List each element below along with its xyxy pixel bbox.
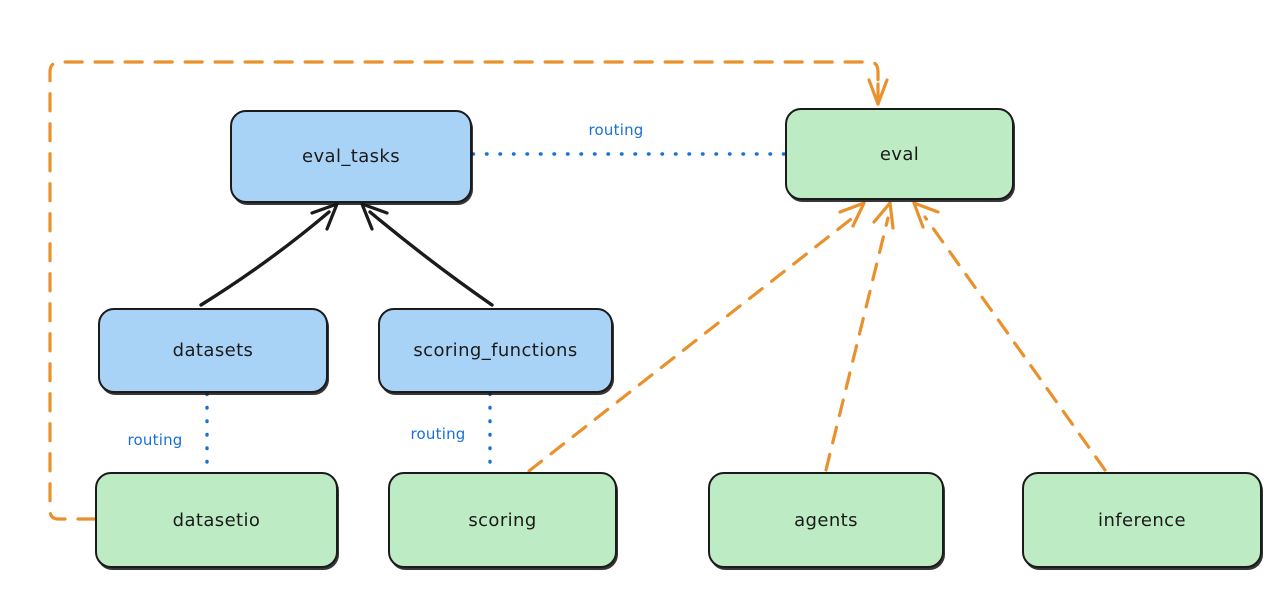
edge-label-routing-eval-tasks-eval: routing xyxy=(588,121,644,139)
edge-label-routing-scoring-functions-scoring: routing xyxy=(410,425,466,443)
node-datasets[interactable]: datasets xyxy=(98,308,328,393)
edge-inference-eval xyxy=(912,201,1107,472)
node-label: scoring xyxy=(468,509,537,531)
node-eval[interactable]: eval xyxy=(785,108,1014,200)
node-label: datasetio xyxy=(172,509,261,531)
node-agents[interactable]: agents xyxy=(708,472,944,568)
node-label: inference xyxy=(1098,509,1186,531)
edge-agents-eval xyxy=(824,201,895,472)
node-label: eval xyxy=(879,143,920,165)
node-label: scoring_functions xyxy=(413,340,578,361)
node-label: datasets xyxy=(172,340,254,361)
edge-scoring-eval xyxy=(527,201,866,473)
edge-datasetio-eval xyxy=(48,60,889,521)
node-datasetio[interactable]: datasetio xyxy=(95,472,338,568)
node-inference[interactable]: inference xyxy=(1022,472,1262,568)
node-label: eval_tasks xyxy=(301,146,401,167)
node-scoring[interactable]: scoring xyxy=(388,472,617,568)
node-label: agents xyxy=(794,509,858,531)
edge-scoring-functions-eval-tasks xyxy=(360,202,494,307)
edge-datasets-eval-tasks xyxy=(199,202,339,307)
edge-label-routing-datasets-datasetio: routing xyxy=(127,431,183,449)
node-eval-tasks[interactable]: eval_tasks xyxy=(230,110,472,203)
node-scoring-functions[interactable]: scoring_functions xyxy=(378,308,613,393)
